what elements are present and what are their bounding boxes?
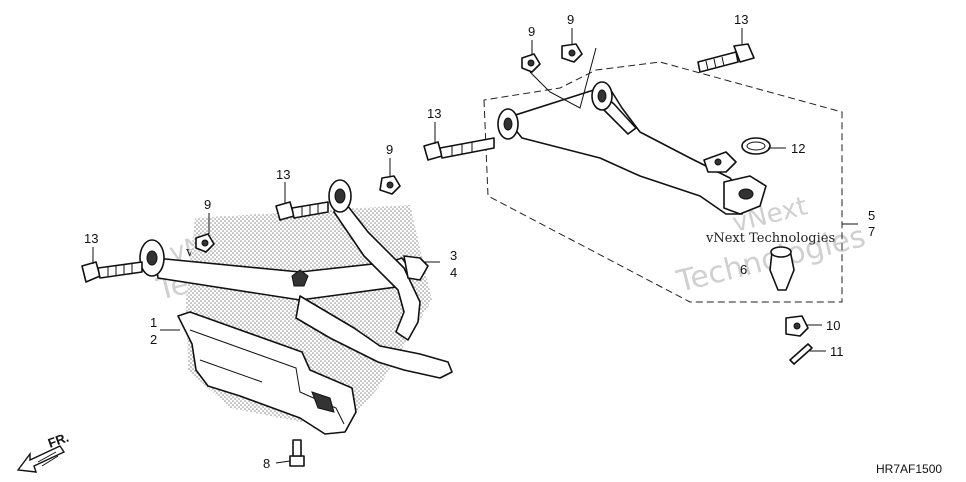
callout-13: 13 [276, 167, 290, 182]
left-bushing-front [139, 239, 165, 277]
nut-9-right-a [521, 53, 541, 73]
callout-3: 3 [450, 248, 457, 263]
callout-4: 4 [450, 265, 457, 280]
direction-label: FR. [46, 430, 71, 451]
nut-9-left-b [379, 175, 401, 195]
front-direction-arrow: FR. [16, 430, 71, 473]
callout-8: 8 [263, 456, 270, 471]
callout-9: 9 [204, 197, 211, 212]
callout-13: 13 [734, 12, 748, 27]
callout-6: 6 [740, 262, 747, 277]
callout-12: 12 [791, 141, 805, 156]
nut-9-left-a [195, 233, 215, 253]
nut-9-right-b [561, 43, 583, 63]
callout-2: 2 [150, 332, 157, 347]
leader-lines [92, 28, 858, 464]
callout-9: 9 [528, 24, 535, 39]
watermark-right: vNext Technologies vNext Technologies [672, 191, 868, 300]
right-lower-arm [505, 87, 767, 215]
callout-13: 13 [427, 106, 441, 121]
callout-10: 10 [826, 318, 840, 333]
skid-plate [177, 311, 357, 435]
castle-nut-10 [785, 315, 809, 337]
right-assembly-dashed-box [483, 61, 843, 303]
callout-9: 9 [386, 142, 393, 157]
callout-1: 1 [150, 315, 157, 330]
ball-joint-6 [769, 246, 795, 291]
snap-ring-12 [741, 137, 771, 155]
left-upper-arm [154, 195, 453, 379]
callout-11: 11 [830, 344, 844, 359]
bolt-13-right-front [423, 137, 495, 161]
callouts: 13 9 13 13 9 3 4 1 2 8 13 9 9 13 12 5 7 … [84, 12, 875, 471]
callout-5: 5 [868, 208, 875, 223]
bolt-13-right-rear [697, 43, 755, 73]
left-bushing-rear [328, 179, 352, 213]
svg-text:vNext Technologies: vNext Technologies [705, 231, 835, 246]
callout-7: 7 [868, 224, 875, 239]
right-bushing-front [497, 108, 519, 140]
cotter-pin-11 [789, 343, 813, 365]
bolt-13-left-upper [275, 201, 329, 221]
callout-13: 13 [84, 231, 98, 246]
bolt-8 [289, 439, 305, 467]
right-bushing-rear [591, 81, 613, 111]
diagram-code: HR7AF1500 [876, 462, 942, 476]
callout-9: 9 [567, 12, 574, 27]
bolt-13-left-lower [81, 261, 143, 283]
